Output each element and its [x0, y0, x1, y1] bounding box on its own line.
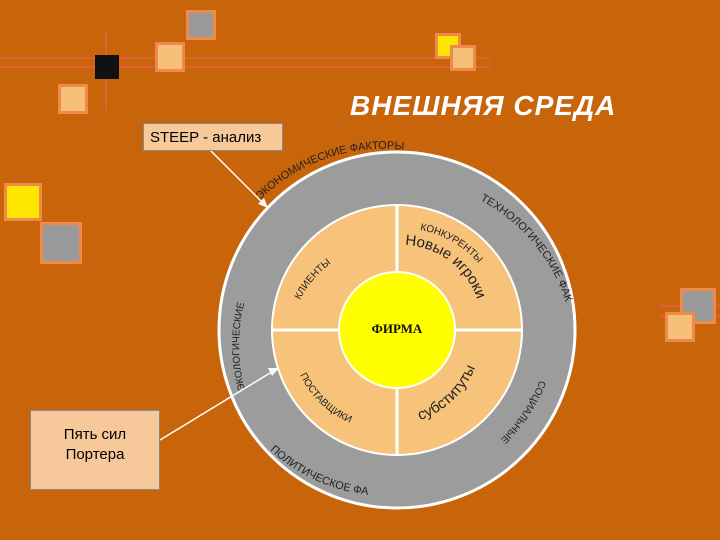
steep-analysis-label: STEEP - анализ: [150, 129, 262, 146]
steep-arrow-head: [258, 198, 268, 208]
porter-label-line1: Пять сил: [63, 426, 127, 443]
steep-arrow: [209, 149, 266, 206]
decor-square: [186, 10, 216, 40]
decor-square: [95, 55, 119, 79]
decor-square: [58, 84, 88, 114]
porter-arrow: [159, 369, 276, 441]
firm-label: ФИРМА: [372, 321, 423, 336]
decor-line: [0, 57, 490, 59]
decor-square: [450, 45, 476, 71]
porter-five-forces-box: Пять сил Портера: [30, 410, 160, 490]
decor-square: [155, 42, 185, 72]
steep-analysis-box: STEEP - анализ: [143, 123, 283, 151]
center-circle: [338, 271, 456, 389]
decor-line: [0, 66, 490, 68]
decor-square: [40, 222, 82, 264]
page-title: ВНЕШНЯЯ СРЕДА: [350, 90, 617, 121]
decor-square: [665, 312, 695, 342]
porter-label-line2: Портера: [65, 446, 125, 463]
ecological-factors-label: ЭКОЛОГИЧЕСКИЕ ФАКТОРЫ: [0, 0, 248, 392]
porter-arrow-head: [268, 368, 279, 376]
decor-square: [4, 183, 42, 221]
